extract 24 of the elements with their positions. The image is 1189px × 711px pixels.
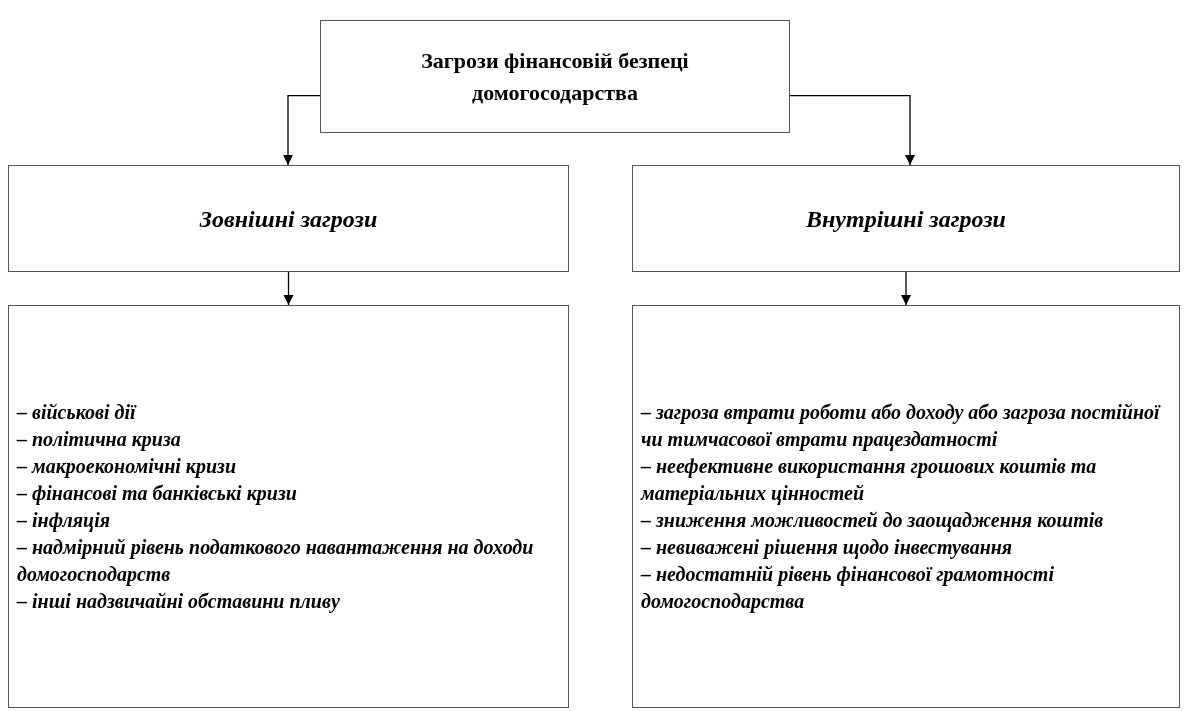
heading-text: Внутрішні загрози xyxy=(806,204,1006,234)
list-item: – фінансові та банківські кризи xyxy=(17,480,297,507)
arrow xyxy=(789,95,915,166)
list-item: – зниження можливостей до заощадження коштів xyxy=(641,507,1104,534)
heading-box xyxy=(8,165,569,272)
list-item: – політична криза xyxy=(17,426,181,453)
list-item: – інфляція xyxy=(17,507,111,534)
arrow xyxy=(901,271,911,306)
arrow xyxy=(283,95,321,166)
list-item: – макроекономічні кризи xyxy=(17,453,237,480)
list-item: – невиважені рішення щодо інвестування xyxy=(641,534,1013,561)
heading-text: Зовнішні загрози xyxy=(199,204,378,234)
list-item: – неефективне використання грошових коштів та матеріальних цінностей xyxy=(641,453,1098,507)
heading-box xyxy=(632,165,1180,272)
heading-text: Загрози фінансовій безпеці домогосодарства xyxy=(420,46,690,107)
list-box xyxy=(8,305,569,708)
heading-box xyxy=(320,20,790,133)
list-item: – загроза втрати роботи або доходу або загроза постійної чи тимчасової втрати працездатності xyxy=(641,399,1162,453)
list-item: – надмірний рівень податкового навантаження на доходи домогосподарств xyxy=(17,534,535,588)
list-item: – інші надзвичайні обставини пливу xyxy=(17,588,340,615)
list-item: – недостатній рівень фінансової грамотності домогосподарства xyxy=(641,561,1055,615)
list-item: – військові дії xyxy=(17,399,136,425)
arrow xyxy=(283,271,294,306)
list-box xyxy=(632,305,1180,708)
